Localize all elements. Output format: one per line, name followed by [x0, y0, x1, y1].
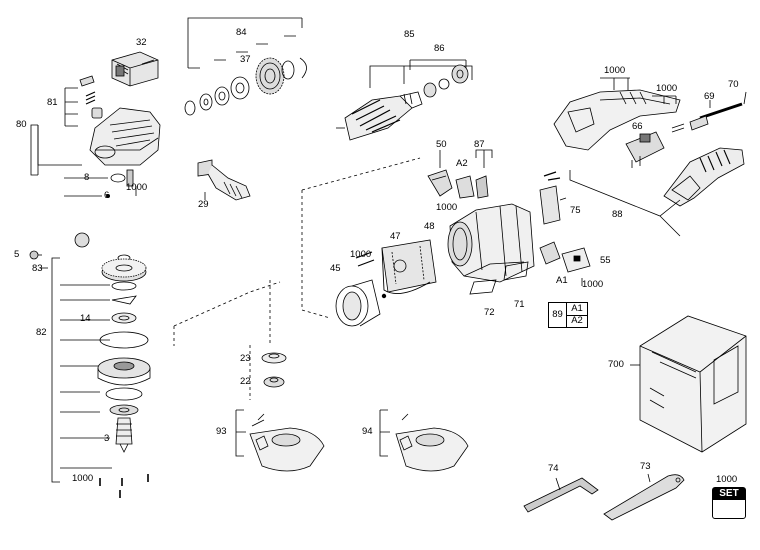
stator-part: [381, 239, 437, 295]
label-55: 55: [600, 255, 611, 266]
hex-key-tool: [523, 477, 599, 513]
label-48: 48: [424, 221, 435, 232]
label-85: 85: [404, 29, 415, 40]
label-47: 47: [390, 231, 401, 242]
label-83: 83: [32, 263, 43, 274]
label-1000-b: 1000: [656, 83, 678, 94]
label-88: 88: [612, 209, 623, 220]
label-8: 8: [84, 172, 90, 183]
spindle-flange-part: [97, 357, 151, 386]
label-1000-g: 1000: [72, 473, 94, 484]
label-71: 71: [514, 299, 525, 310]
gear-housing-part: [89, 107, 161, 166]
label-84: 84: [236, 27, 247, 38]
label-22: 22: [240, 376, 251, 387]
brush-holder-part: [427, 169, 453, 197]
guard-94-part: [379, 409, 469, 472]
label-1000-f: 1000: [582, 279, 604, 290]
armature-part: [336, 91, 423, 141]
label-29: 29: [198, 199, 209, 210]
set-badge: SET: [712, 487, 746, 519]
label-69: 69: [704, 91, 715, 102]
bevel-gear-part: [74, 232, 147, 282]
electronic-board-part: [539, 241, 591, 273]
label-700: 700: [608, 359, 624, 370]
label-82: 82: [36, 327, 47, 338]
air-guide-ring-part: [335, 279, 381, 327]
switch-part: [625, 131, 665, 168]
carry-case-part: [639, 315, 747, 453]
motor-housing-part: [447, 203, 535, 283]
label-80: 80: [16, 119, 27, 130]
label-23: 23: [240, 353, 251, 364]
label-A1: A1: [556, 275, 568, 286]
side-handle-part: [197, 159, 251, 201]
label-74: 74: [548, 463, 559, 474]
label-94: 94: [362, 426, 373, 437]
label-50: 50: [436, 139, 447, 150]
label-1000-set: 1000: [716, 474, 738, 485]
label-32: 32: [136, 37, 147, 48]
electronic-module-part: [539, 171, 567, 225]
variant-table-row-1: A1: [567, 303, 587, 316]
label-1000-top: 1000: [604, 65, 626, 76]
label-72: 72: [484, 307, 495, 318]
label-93: 93: [216, 426, 227, 437]
variant-table-id: 89: [549, 303, 567, 327]
battery-cover-part: [111, 51, 159, 87]
handle-shell-part: [553, 89, 745, 207]
label-75: 75: [570, 205, 581, 216]
variant-table-89: 89 A1 A2: [548, 302, 588, 328]
label-86: 86: [434, 43, 445, 54]
label-73: 73: [640, 461, 651, 472]
label-3: 3: [104, 433, 110, 444]
label-1000-e: 1000: [350, 249, 372, 260]
label-81: 81: [47, 97, 58, 108]
label-6: 6: [104, 190, 110, 201]
guard-93-part: [235, 409, 325, 472]
label-14: 14: [80, 313, 91, 324]
label-A2-top: A2: [456, 158, 468, 169]
set-badge-text: SET: [713, 488, 745, 500]
crown-gear-part: [255, 57, 285, 95]
label-70: 70: [728, 79, 739, 90]
label-1000-c: 1000: [126, 182, 148, 193]
label-37: 37: [240, 54, 251, 65]
label-66: 66: [632, 121, 643, 132]
label-45: 45: [330, 263, 341, 274]
label-1000-d: 1000: [436, 202, 458, 213]
label-5: 5: [14, 249, 20, 260]
label-87: 87: [474, 139, 485, 150]
variant-table-row-2: A2: [571, 315, 583, 326]
pin-spanner-tool: [603, 474, 685, 521]
